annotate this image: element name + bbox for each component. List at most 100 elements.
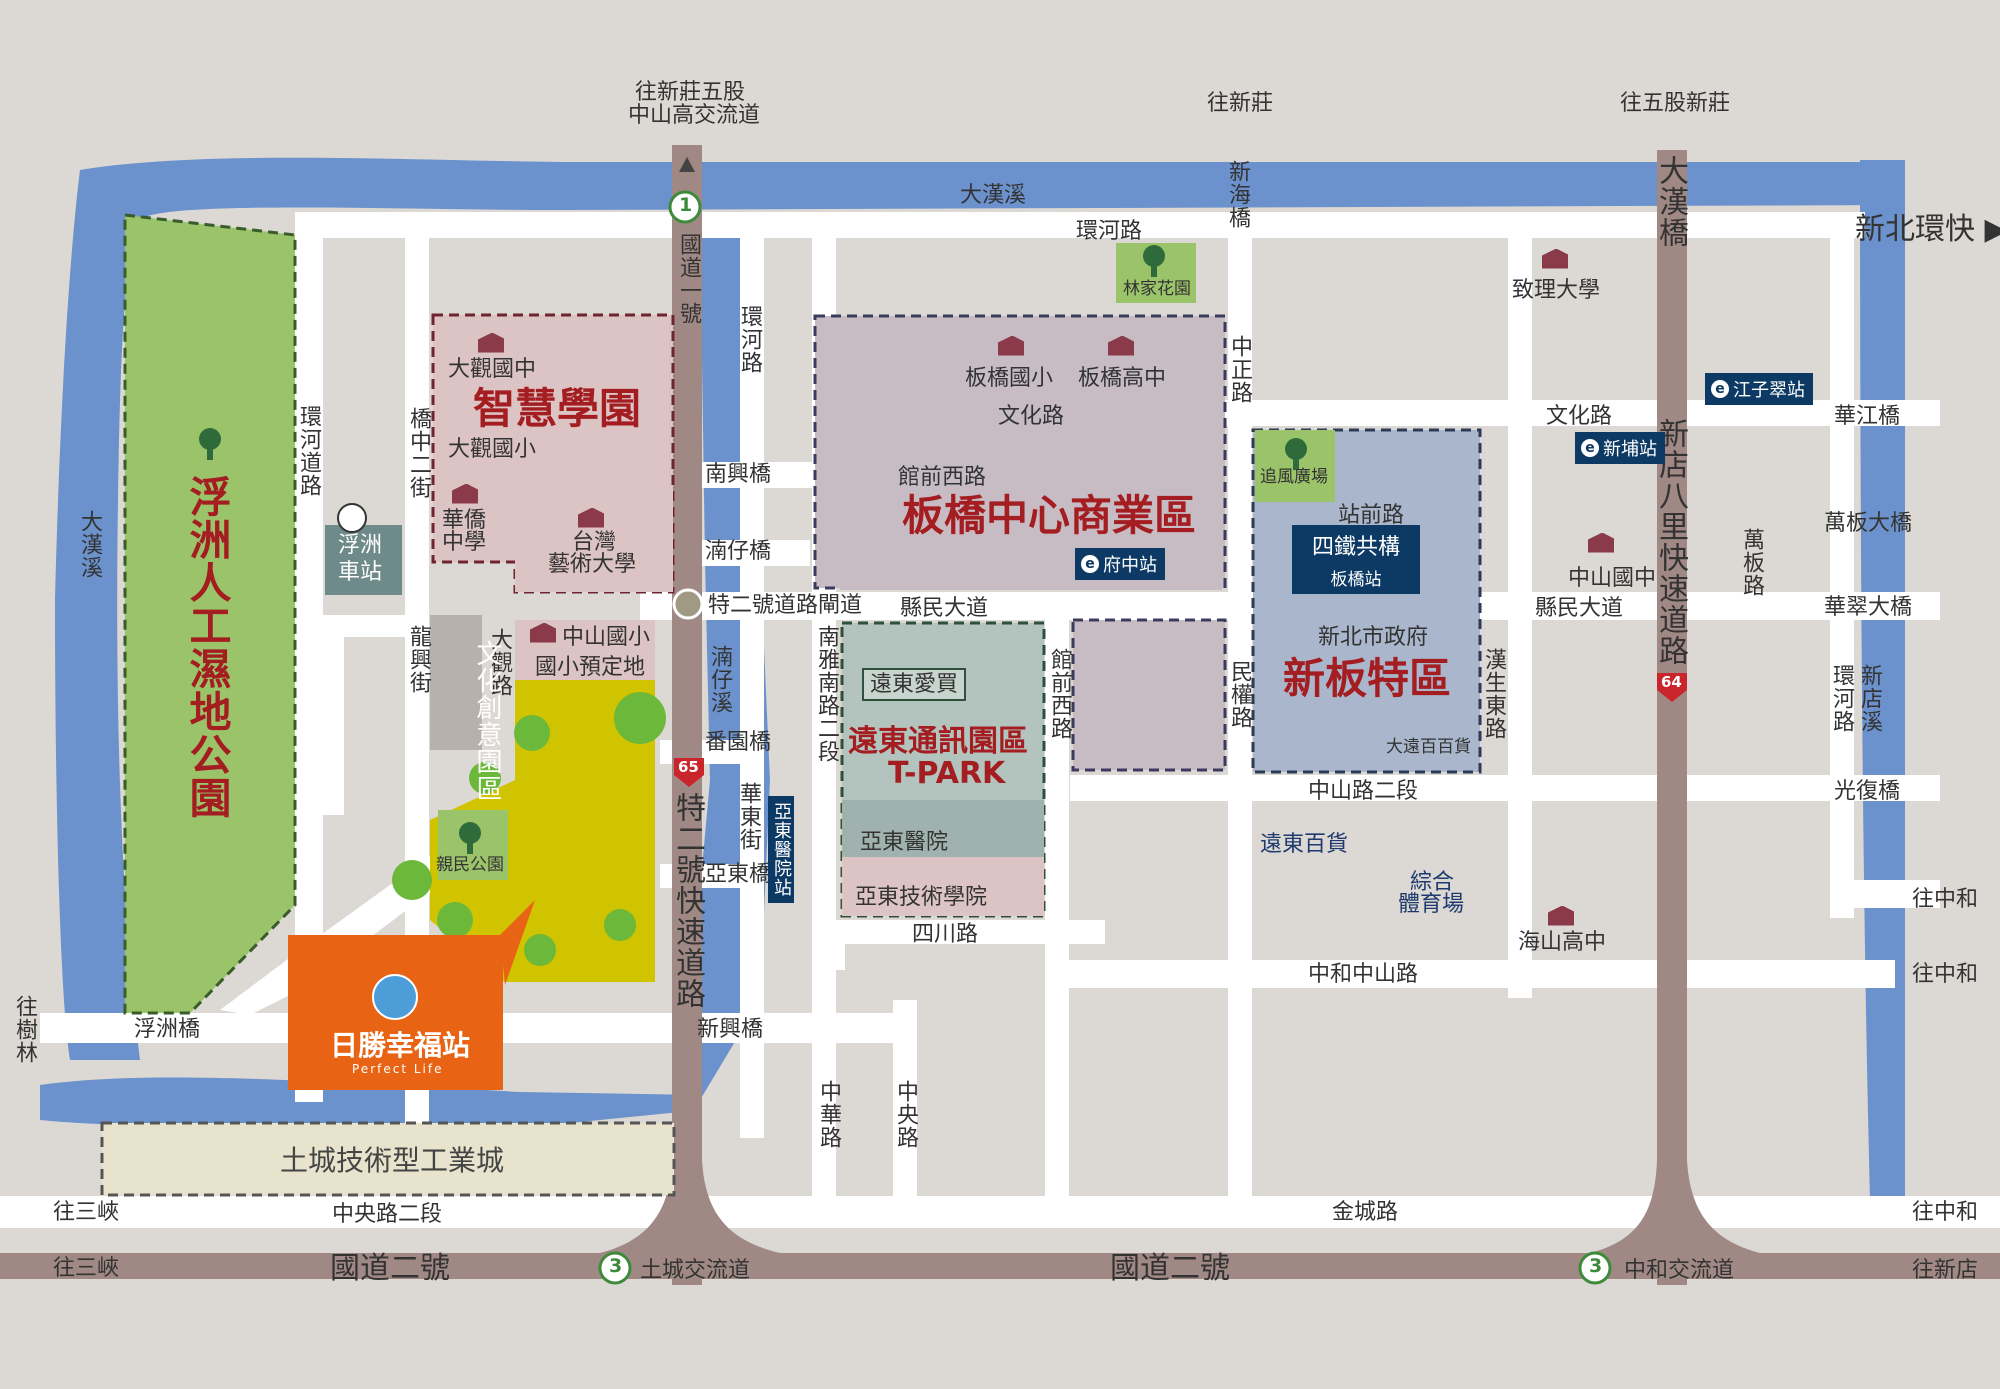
label-nanxing-bridge: 南興橋: [705, 462, 772, 487]
label-guangfu-bridge: 光復橋: [1834, 779, 1901, 804]
label-huanhe-right: 環河路: [1829, 664, 1854, 733]
label-huaqiao-1: 華僑: [442, 508, 487, 533]
label-fuzhou-park: 浮洲人工濕地公園: [183, 475, 232, 819]
highway-3-badge-tucheng: 3: [598, 1251, 632, 1285]
label-guodao2-mid: 國道二號: [1110, 1251, 1230, 1286]
label-guodao2-left: 國道二號: [330, 1251, 450, 1286]
label-to-zhonghe-2: 往中和: [1912, 962, 1979, 987]
north-arrow-icon: [679, 157, 695, 172]
project-callout: [288, 900, 535, 1090]
school-icon-daguan-middle: [478, 332, 504, 354]
label-nanya: 南雅南路二段: [814, 625, 839, 763]
highway-64-badge: 64: [1655, 670, 1689, 704]
label-to-shulin: 往樹林: [12, 995, 37, 1064]
label-guodao1: 國道一號: [676, 233, 701, 325]
label-river-xindian: 新店溪: [1857, 664, 1882, 733]
label-qinmin-park: 親民公園: [436, 855, 504, 875]
label-qiaozhong2: 橋中二街: [406, 407, 431, 499]
zones: [100, 213, 1482, 1197]
school-icon-banqiao-elem: [998, 335, 1024, 357]
label-yadong-hospital: 亞東醫院: [860, 830, 949, 855]
label-to-zhonghe-3: 往中和: [1912, 1200, 1979, 1225]
school-icon-haishan: [1548, 905, 1574, 927]
school-icon-arts: [578, 507, 604, 529]
label-xinxing-bridge: 新興橋: [697, 1017, 764, 1042]
label-tucheng-industrial: 土城技術型工業城: [280, 1144, 505, 1177]
label-project-name[interactable]: 日勝幸福站: [330, 1029, 471, 1062]
label-te2-gate: 特二號道路閘道: [708, 593, 863, 618]
label-nanzai-bridge: 湳仔橋: [705, 539, 772, 564]
label-north-wugu-2: 中山高交流道: [628, 103, 761, 128]
highway-65-badge: 65: [672, 755, 706, 789]
metro-icon: e: [1081, 555, 1099, 573]
label-huajiang-bridge: 華江橋: [1834, 404, 1901, 429]
school-icon-huaqiao: [452, 483, 478, 505]
label-fuzhou-station-2: 車站: [338, 560, 383, 585]
label-dahan-bridge: 大漢橋: [1653, 155, 1688, 248]
label-huanhe-v1: 環河道路: [296, 405, 321, 497]
label-four-rail: 四鐵共構: [1312, 535, 1401, 560]
label-minquan: 民權路: [1227, 660, 1252, 729]
label-culture-zone: 文化創意園區: [472, 640, 502, 802]
label-huaqiao-2: 中學: [442, 530, 487, 555]
label-zhili: 致理大學: [1512, 278, 1601, 303]
label-river-tiziyi: 湳仔溪: [707, 645, 732, 714]
label-fe-dept: 大遠百百貨: [1386, 737, 1471, 757]
label-zhanqian: 站前路: [1338, 503, 1405, 528]
label-tpark-2: T-PARK: [888, 756, 1006, 791]
tree-icon-qinmin: [456, 822, 484, 862]
label-river-dahan-top: 大漢溪: [960, 183, 1027, 208]
label-wanban-bridge: 萬板大橋: [1824, 511, 1913, 536]
rail-station-icon: [337, 503, 367, 533]
label-city-gov: 新北市政府: [1318, 625, 1429, 650]
label-huanhe-v2: 環河路: [737, 305, 762, 374]
label-fanyuan-bridge: 番園橋: [705, 730, 772, 755]
label-fuzhou-station-1: 浮洲: [338, 533, 383, 558]
label-xinbei-huankuai[interactable]: 新北環快 ▶: [1855, 212, 2000, 247]
park-trees: [392, 692, 666, 966]
label-hansheng: 漢生東路: [1481, 648, 1506, 740]
label-stadium-2: 體育場: [1398, 892, 1465, 917]
tree-icon-zhuifeng: [1282, 438, 1310, 478]
station-banqiao[interactable]: 四鐵共構 板橋站: [1292, 525, 1421, 594]
te2-gate-marker: [672, 588, 704, 620]
metro-icon: e: [1581, 439, 1599, 457]
label-yadong-tech: 亞東技術學院: [855, 885, 988, 910]
label-xianmin1: 縣民大道: [900, 596, 989, 621]
label-wenhua1: 文化路: [998, 404, 1065, 429]
tree-icon-fuzhou: [196, 428, 224, 468]
label-arts-1: 台灣: [572, 530, 617, 555]
label-jincheng: 金城路: [1332, 1200, 1399, 1225]
label-huadong: 華東街: [736, 782, 761, 851]
label-elem-reserved: 國小預定地: [535, 655, 646, 680]
place-linjia-garden: [1140, 245, 1168, 285]
school-icon-zhongshan-elem: [530, 622, 556, 644]
label-linjia-garden: 林家花園: [1123, 279, 1191, 299]
school-icon-banqiao-high: [1108, 335, 1134, 357]
label-zhongyang: 中央路: [893, 1080, 918, 1149]
label-to-zhonghe-1: 往中和: [1912, 887, 1979, 912]
label-te2-express: 特二號快速道路: [670, 792, 705, 1009]
label-guanqian-w2: 館前西路: [1047, 648, 1072, 740]
label-banqiao-elem: 板橋國小: [965, 366, 1054, 391]
label-fe-dept2: 遠東百貨: [1260, 832, 1349, 857]
label-fuzhou-bridge: 浮洲橋: [134, 1017, 201, 1042]
label-river-dahan-left: 大漢溪: [77, 510, 102, 579]
station-yadong-hospital[interactable]: 亞東醫院站: [768, 796, 794, 903]
highway-1-badge: 1: [668, 190, 702, 224]
label-arts-2: 藝術大學: [548, 552, 637, 577]
school-icon-zhili: [1542, 248, 1568, 270]
label-sichuan: 四川路: [912, 922, 979, 947]
label-project-en: Perfect Life: [352, 1062, 444, 1076]
label-zhongshan2: 中山路二段: [1308, 779, 1419, 804]
label-wanban-road: 萬板路: [1739, 528, 1764, 597]
label-to-sanxia-2: 往三峽: [53, 1256, 120, 1281]
tree-icon: [1140, 245, 1168, 279]
label-xinhai-bridge: 新海橋: [1225, 160, 1250, 229]
label-zhongshan-middle: 中山國中: [1568, 566, 1657, 591]
label-north-wugu-1: 往新莊五股: [635, 80, 746, 105]
